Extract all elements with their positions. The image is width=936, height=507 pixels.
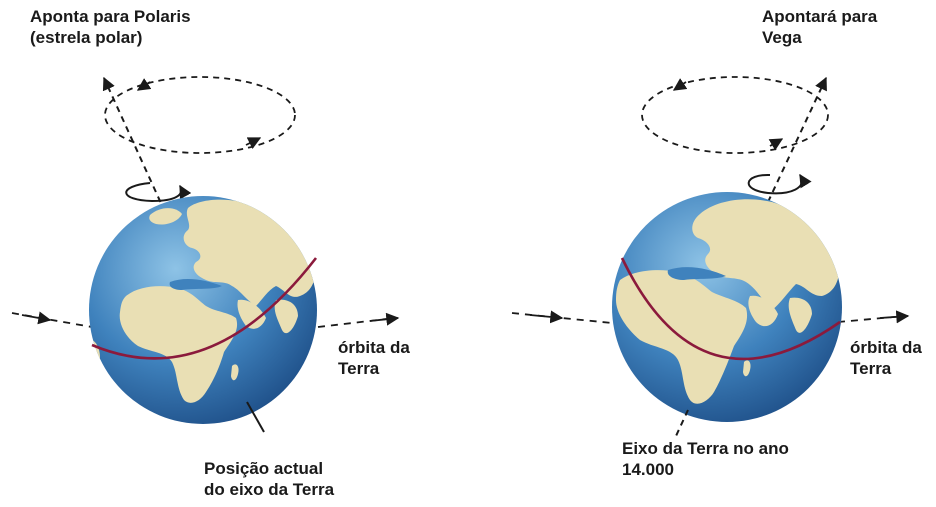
left-land-madagascar [231,364,239,381]
left-precession-arrow-top [136,78,152,91]
right-precession-arrow-bottom [768,138,784,151]
label-axis-year-14000: Eixo da Terra no ano 14.000 [622,438,789,480]
left-axis-bottom [246,401,265,433]
label-left-orbit-line1: órbita da [338,338,410,357]
right-equator [620,257,841,361]
left-rotation-arrow [125,182,192,203]
label-right-orbit-line2: Terra [850,359,892,378]
label-will-point-to-vega-line1: Apontará para [762,7,878,26]
left-axis-top [102,76,166,213]
left-land-africa [119,286,238,403]
label-current-axis: Posição actual do eixo da Terra [204,458,334,500]
right-precession-circle [641,76,829,154]
right-globe-group [511,76,910,437]
right-land-scandinavia [710,207,734,226]
label-axis-year-14000-line2: 14.000 [622,460,674,479]
left-equator [91,257,318,360]
left-land-india [274,299,298,334]
right-land-arabia [748,295,778,327]
label-will-point-to-vega: Apontará para Vega [762,6,877,48]
right-axis-top [767,76,827,203]
left-land-north [149,208,182,225]
right-land-eurasia [692,199,840,310]
left-orbit-in-arrow [21,311,52,325]
right-rotation-arrow [747,173,812,195]
right-axis-bottom [675,409,689,437]
right-orbit-in-arrow [529,310,564,324]
left-continents [89,199,316,403]
label-will-point-to-vega-line2: Vega [762,28,802,47]
label-left-orbit-line2: Terra [338,359,380,378]
left-orbit-out-arrow [369,312,400,326]
label-current-axis-line2: do eixo da Terra [204,480,335,499]
label-points-to-polaris-line1: Aponta para Polaris [30,7,191,26]
right-precession-arrow-top [672,78,688,91]
right-orbit-in [511,312,613,324]
label-current-axis-line1: Posição actual [204,459,324,478]
right-sea-mediterranean [667,267,726,280]
right-orbit-out-arrow [879,310,910,324]
left-globe-group [11,76,400,433]
label-axis-year-14000-line1: Eixo da Terra no ano [622,439,789,458]
label-left-orbit: órbita da Terra [338,337,410,379]
left-land-arabia [237,299,266,329]
label-right-orbit-line1: órbita da [850,338,922,357]
left-precession-arrow-bottom [245,137,262,150]
label-points-to-polaris: Aponta para Polaris (estrela polar) [30,6,191,48]
right-land-india [788,297,812,333]
left-precession-circle [104,76,296,154]
right-land-madagascar [743,360,751,377]
label-right-orbit: órbita da Terra [850,337,922,379]
label-points-to-polaris-line2: (estrela polar) [30,28,143,47]
left-sea-mediterranean [169,279,222,290]
